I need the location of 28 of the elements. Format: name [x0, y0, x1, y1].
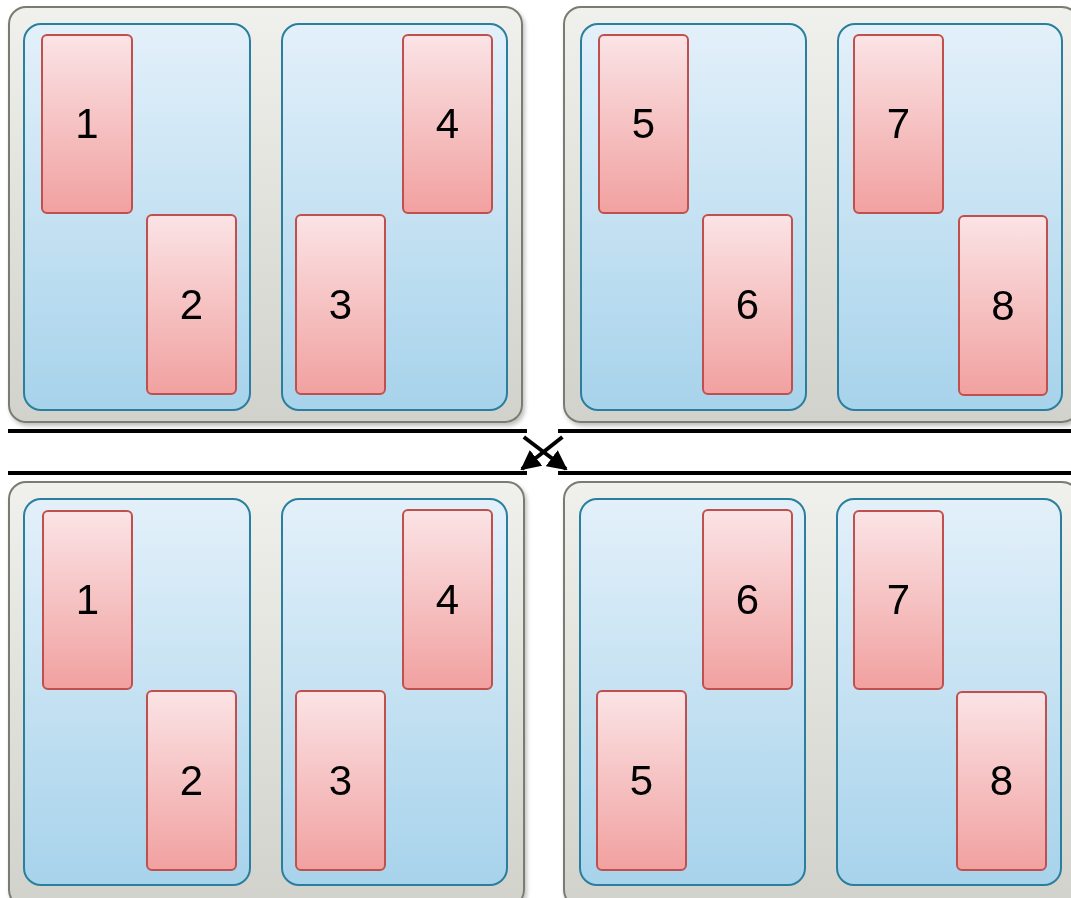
number-card: 1 — [41, 34, 133, 214]
number-card: 5 — [598, 34, 689, 214]
number-card: 3 — [295, 214, 386, 395]
outer-panel — [563, 6, 1071, 423]
outer-panel — [8, 6, 523, 423]
inner-panel — [281, 23, 508, 411]
inner-panel — [580, 23, 807, 411]
number-card: 8 — [958, 215, 1048, 396]
inner-panel — [23, 498, 251, 886]
number-card: 4 — [402, 509, 493, 690]
number-card: 2 — [146, 690, 237, 871]
number-card: 8 — [956, 691, 1047, 871]
number-card: 1 — [42, 510, 133, 690]
number-card: 3 — [295, 690, 386, 871]
number-card: 7 — [853, 510, 944, 690]
number-card: 5 — [596, 690, 687, 871]
number-card: 6 — [702, 214, 793, 395]
outer-panel — [8, 481, 525, 898]
inner-panel — [23, 23, 251, 411]
number-card: 4 — [402, 34, 493, 214]
inner-panel — [836, 498, 1062, 886]
inner-panel — [579, 498, 806, 886]
inner-panel — [281, 498, 508, 886]
number-card: 7 — [853, 34, 944, 214]
outer-panel — [563, 481, 1071, 898]
number-card: 6 — [702, 509, 793, 690]
inner-panel — [837, 23, 1063, 411]
number-card: 2 — [146, 214, 237, 395]
